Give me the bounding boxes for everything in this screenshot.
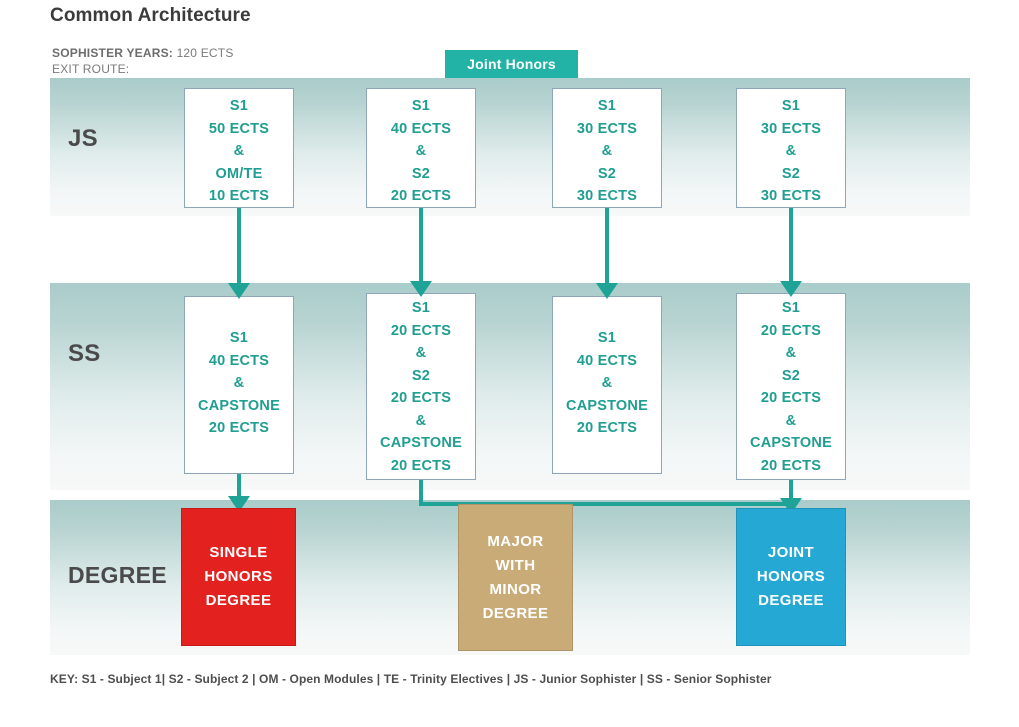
degree-box-joint-honors[interactable]: JOINT HONORS DEGREE	[736, 508, 846, 646]
box-text-line: JOINT	[767, 544, 815, 561]
box-text-line: 20 ECTS	[208, 420, 270, 436]
box-text-line: 20 ECTS	[390, 188, 452, 204]
js-pathway-box[interactable]: S1 40 ECTS & S2 20 ECTS	[366, 88, 476, 208]
box-text-line: SINGLE	[209, 544, 268, 561]
tab-joint-honors[interactable]: Joint Honors	[445, 50, 578, 78]
box-text-line: CAPSTONE	[566, 397, 648, 414]
box-text-line: 40 ECTS	[576, 352, 638, 369]
arrow-head-js-to-ss-1	[228, 283, 250, 299]
box-text-line: MINOR	[489, 580, 542, 598]
merge-crossbar	[419, 502, 793, 506]
box-text-line: MAJOR	[487, 532, 544, 550]
box-text-line: CAPSTONE	[198, 397, 280, 414]
box-text-line: 40 ECTS	[208, 352, 270, 369]
box-text-line: 20 ECTS	[390, 457, 452, 474]
ss-pathway-box[interactable]: S1 20 ECTS & S2 20 ECTS & CAPSTONE 20 ECTS	[366, 293, 476, 480]
connector-js-to-ss-4	[789, 208, 793, 286]
box-text-line: &	[415, 412, 427, 429]
row-label-ss: SS	[68, 340, 101, 367]
connector-ss-to-single-honors	[237, 474, 241, 502]
arrow-head-js-to-ss-4	[780, 281, 802, 297]
degree-box-single-honors[interactable]: SINGLE HONORS DEGREE	[181, 508, 296, 646]
box-text-line: &	[785, 143, 797, 159]
box-text-line: &	[785, 345, 797, 361]
box-text-line: S1	[411, 300, 431, 316]
key-legend: KEY: S1 - Subject 1| S2 - Subject 2 | OM…	[50, 672, 772, 686]
box-text-line: &	[601, 375, 613, 391]
box-text-line: CAPSTONE	[750, 435, 832, 451]
box-text-line: S1	[781, 300, 801, 316]
sophister-years-line: SOPHISTER YEARS: 120 ECTS	[52, 46, 234, 60]
box-text-line: S2	[411, 367, 431, 384]
js-pathway-box[interactable]: S1 30 ECTS & S2 30 ECTS	[552, 88, 662, 208]
box-text-line: &	[601, 143, 613, 159]
box-text-line: 10 ECTS	[208, 188, 270, 204]
box-text-line: 20 ECTS	[760, 322, 822, 339]
box-text-line: 20 ECTS	[576, 420, 638, 436]
box-text-line: 20 ECTS	[760, 390, 822, 406]
box-text-line: S1	[597, 98, 617, 114]
box-text-line: &	[785, 412, 797, 429]
box-text-line: DEGREE	[758, 592, 824, 609]
box-text-line: OM/TE	[215, 165, 263, 182]
merge-stem-left	[419, 480, 423, 506]
box-text-line: S1	[229, 330, 249, 346]
row-label-js: JS	[68, 125, 98, 152]
ss-pathway-box[interactable]: S1 40 ECTS & CAPSTONE 20 ECTS	[552, 296, 662, 474]
connector-js-to-ss-3	[605, 208, 609, 286]
js-pathway-box[interactable]: S1 50 ECTS & OM/TE 10 ECTS	[184, 88, 294, 208]
box-text-line: S1	[597, 330, 617, 346]
box-text-line: S1	[781, 98, 801, 114]
box-text-line: 30 ECTS	[576, 188, 638, 204]
box-text-line: 20 ECTS	[390, 322, 452, 339]
box-text-line: 50 ECTS	[208, 120, 270, 137]
exit-route-label: EXIT ROUTE:	[52, 62, 130, 76]
connector-js-to-ss-1	[237, 208, 241, 286]
box-text-line: &	[415, 345, 427, 361]
box-text-line: 30 ECTS	[576, 120, 638, 137]
box-text-line: 20 ECTS	[760, 457, 822, 474]
connector-ss-to-joint-honors	[789, 480, 793, 506]
box-text-line: 20 ECTS	[390, 390, 452, 406]
box-text-line: &	[233, 143, 245, 159]
js-pathway-box[interactable]: S1 30 ECTS & S2 30 ECTS	[736, 88, 846, 208]
arrow-head-js-to-ss-3	[596, 283, 618, 299]
arrow-head-js-to-ss-2	[410, 281, 432, 297]
degree-box-major-with-minor[interactable]: MAJOR WITH MINOR DEGREE	[458, 504, 573, 651]
box-text-line: S1	[229, 98, 249, 114]
ss-pathway-box[interactable]: S1 40 ECTS & CAPSTONE 20 ECTS	[184, 296, 294, 474]
box-text-line: &	[415, 143, 427, 159]
box-text-line: S2	[411, 165, 431, 182]
box-text-line: WITH	[495, 556, 536, 574]
box-text-line: CAPSTONE	[380, 435, 462, 451]
sophister-years-value: 120 ECTS	[176, 46, 234, 60]
box-text-line: S2	[781, 367, 801, 384]
box-text-line: S1	[411, 98, 431, 114]
box-text-line: HONORS	[204, 568, 273, 585]
ss-pathway-box[interactable]: S1 20 ECTS & S2 20 ECTS & CAPSTONE 20 ECTS	[736, 293, 846, 480]
box-text-line: HONORS	[756, 568, 826, 585]
box-text-line: 40 ECTS	[390, 120, 452, 137]
box-text-line: DEGREE	[482, 604, 549, 622]
box-text-line: 30 ECTS	[760, 120, 822, 137]
sophister-years-label: SOPHISTER YEARS:	[52, 46, 174, 60]
box-text-line: S2	[781, 165, 801, 182]
connector-js-to-ss-2	[419, 208, 423, 286]
box-text-line: &	[233, 375, 245, 391]
box-text-line: S2	[597, 165, 617, 182]
box-text-line: 30 ECTS	[760, 188, 822, 204]
row-label-degree: DEGREE	[68, 562, 167, 588]
page-title: Common Architecture	[50, 5, 251, 26]
box-text-line: DEGREE	[205, 592, 272, 609]
